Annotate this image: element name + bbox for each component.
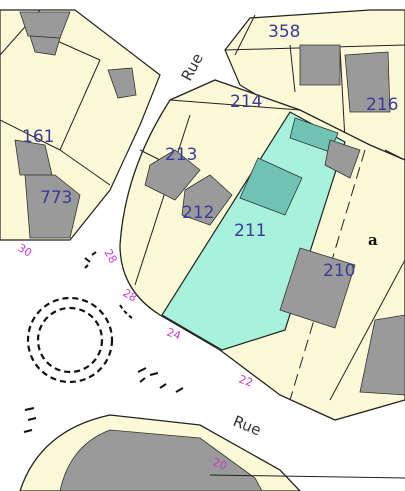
parcel-label-210: 210 bbox=[323, 261, 355, 281]
street-number-30: 30 bbox=[16, 241, 35, 259]
parcel-label-161: 161 bbox=[22, 127, 54, 147]
street-number-24: 24 bbox=[165, 326, 183, 343]
street-number-20: 20 bbox=[211, 456, 229, 473]
section-letter: a bbox=[368, 231, 378, 249]
parcel-labels: 358 214 216 161 213 773 212 211 210 bbox=[22, 22, 398, 281]
parcel-label-214: 214 bbox=[230, 92, 262, 112]
buildings-upper-left bbox=[14, 11, 137, 239]
street-number-28-upper: 28 bbox=[101, 247, 119, 266]
block-lower bbox=[19, 414, 405, 491]
parcel-211-highlight[interactable] bbox=[161, 111, 346, 351]
street-name-rue-lower: Rue bbox=[231, 412, 264, 439]
parcel-label-213: 213 bbox=[165, 145, 197, 165]
buildings-central bbox=[144, 139, 405, 396]
parcel-label-212: 212 bbox=[182, 203, 214, 223]
road-markings bbox=[23, 251, 184, 433]
parcel-label-211: 211 bbox=[234, 221, 266, 241]
street-number-22: 22 bbox=[237, 373, 255, 390]
parcel-label-216: 216 bbox=[366, 95, 398, 115]
street-number-28-lower: 28 bbox=[121, 286, 140, 304]
street-name-rue-upper: Rue bbox=[178, 50, 207, 84]
street-number-labels: 30 28 28 24 22 20 bbox=[16, 241, 255, 472]
parcel-label-773: 773 bbox=[40, 188, 72, 208]
parcel-label-358: 358 bbox=[268, 22, 300, 42]
roundabout bbox=[26, 296, 114, 384]
